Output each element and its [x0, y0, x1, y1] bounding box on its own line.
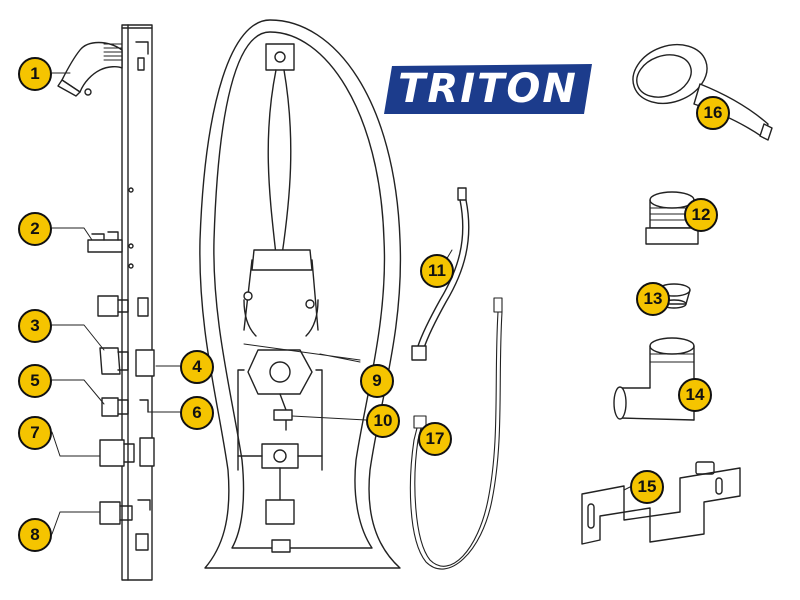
- logo-text: TRITON: [398, 66, 578, 112]
- shower-hose-part: [409, 297, 503, 570]
- callout-14: 14: [678, 378, 712, 412]
- callout-10: 10: [366, 404, 400, 438]
- shower-panel-back: [199, 19, 402, 569]
- bracket-part: [581, 461, 741, 545]
- callout-12: 12: [684, 198, 718, 232]
- triton-logo: TRITON: [380, 62, 596, 116]
- handset-part: [632, 43, 773, 141]
- side-panel-profile: [57, 24, 155, 581]
- callout-6: 6: [180, 396, 214, 430]
- callout-8: 8: [18, 518, 52, 552]
- callout-9: 9: [360, 364, 394, 398]
- callout-11: 11: [420, 254, 454, 288]
- callout-15: 15: [630, 470, 664, 504]
- callout-4: 4: [180, 350, 214, 384]
- elbow-part: [613, 337, 695, 421]
- callout-17: 17: [418, 422, 452, 456]
- callout-3: 3: [18, 309, 52, 343]
- callout-16: 16: [696, 96, 730, 130]
- logo-badge: [384, 64, 592, 114]
- flexible-hose-part: [411, 187, 470, 361]
- callout-2: 2: [18, 212, 52, 246]
- callout-13: 13: [636, 282, 670, 316]
- callout-7: 7: [18, 416, 52, 450]
- callout-5: 5: [18, 364, 52, 398]
- callout-1: 1: [18, 57, 52, 91]
